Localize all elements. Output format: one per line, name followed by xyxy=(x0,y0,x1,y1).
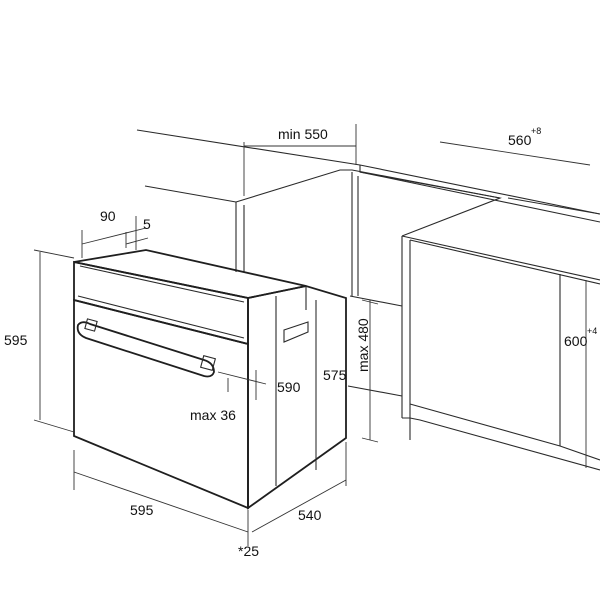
label-595-height: 595 xyxy=(4,332,28,348)
label-star-25: *25 xyxy=(238,543,259,559)
label-600: 600 xyxy=(564,333,588,349)
label-min-550: min 550 xyxy=(278,126,328,142)
label-max-480: max 480 xyxy=(355,318,371,372)
label-600-tolerance: +4 xyxy=(587,326,597,336)
oven xyxy=(73,249,347,510)
label-575: 575 xyxy=(323,367,347,383)
label-max-36: max 36 xyxy=(190,407,236,423)
label-590: 590 xyxy=(277,379,301,395)
label-540: 540 xyxy=(298,507,322,523)
dimension-lines xyxy=(33,124,591,546)
label-90: 90 xyxy=(100,208,116,224)
label-5: 5 xyxy=(143,216,151,232)
label-595-width: 595 xyxy=(130,502,154,518)
cabinet-niche xyxy=(235,169,600,471)
label-560-tolerance: +8 xyxy=(531,126,541,136)
label-560: 560 xyxy=(508,132,532,148)
